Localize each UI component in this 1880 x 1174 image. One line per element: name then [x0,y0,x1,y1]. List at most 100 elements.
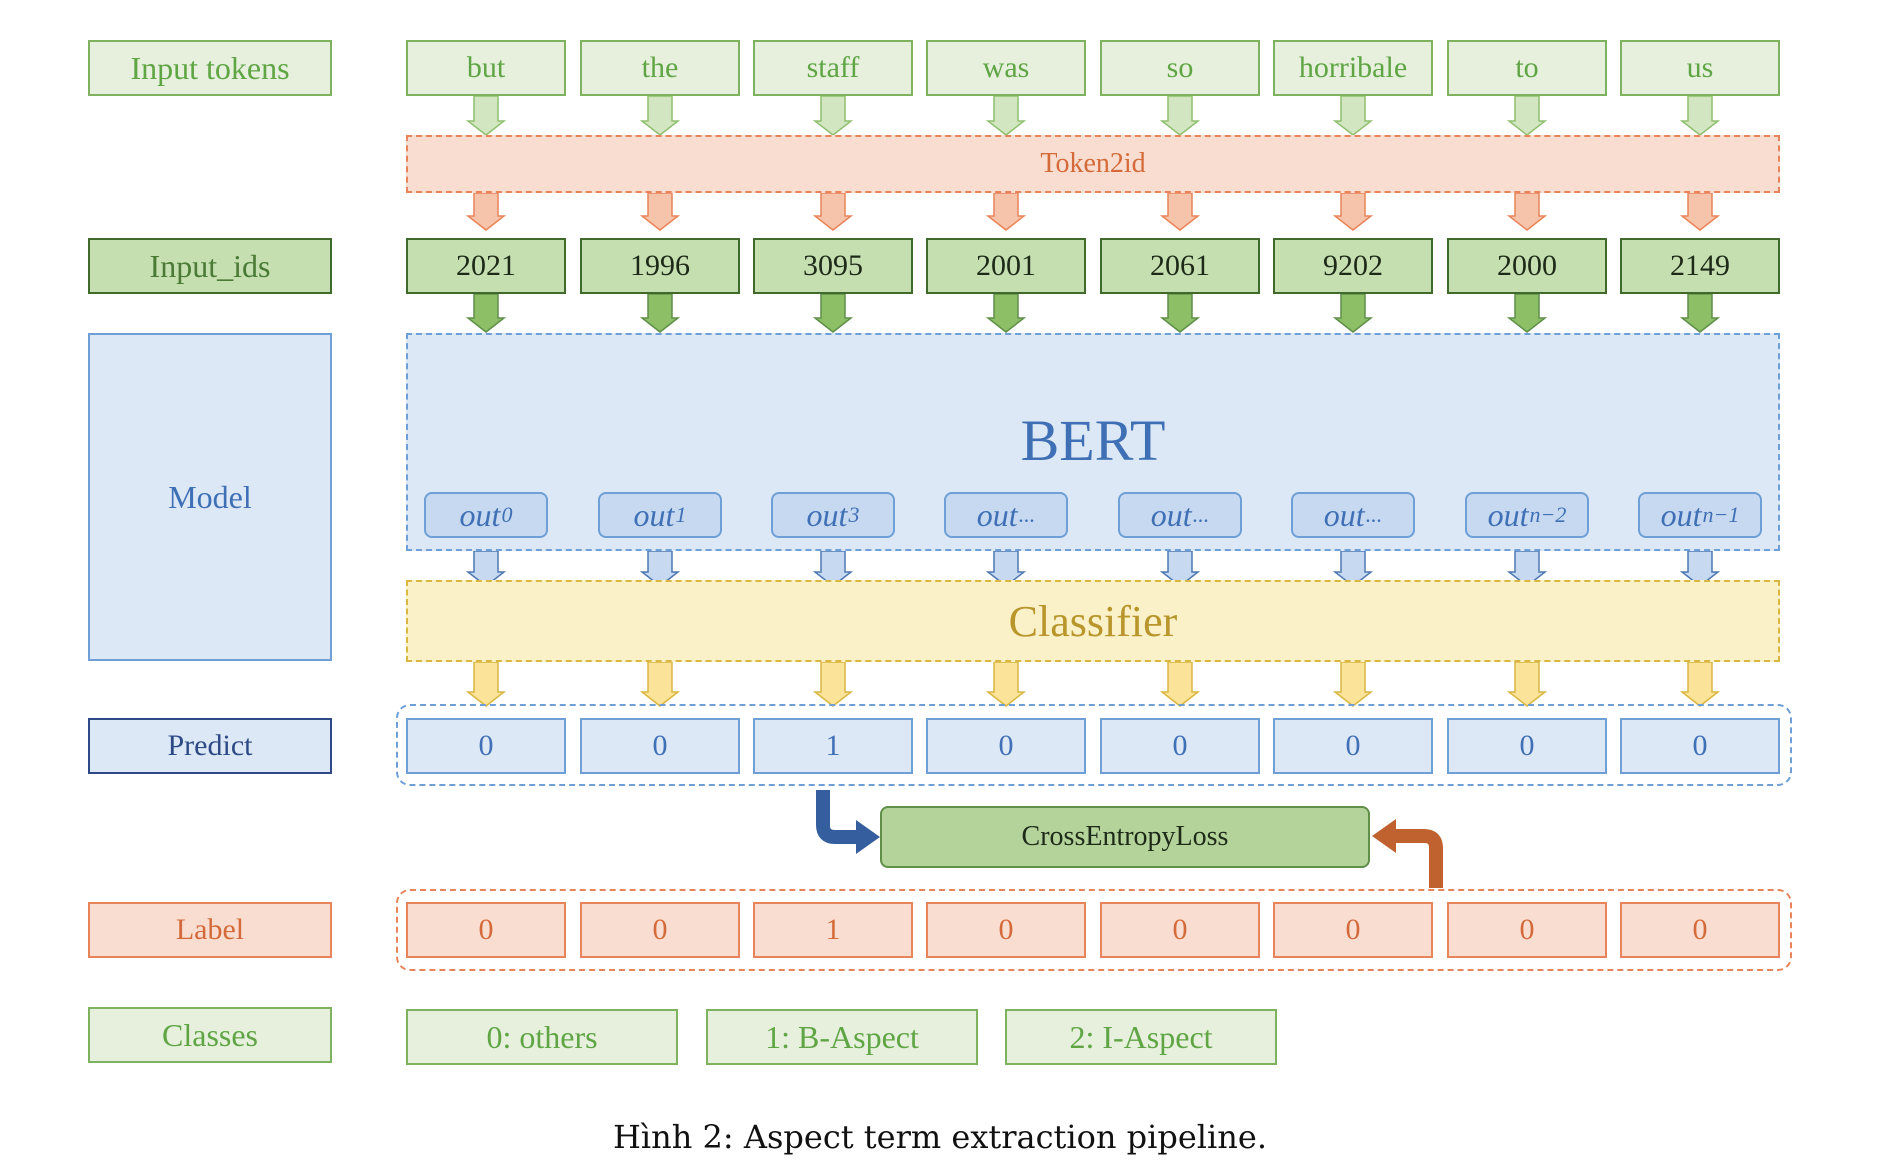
prediction-5-text: 0 [1345,729,1361,762]
prediction-3-text: 0 [998,729,1014,762]
predict-to-loss-arrowhead [856,820,880,854]
bert-to-classifier-arrow-6 [1506,550,1548,587]
bert-output-5-base: out [1323,496,1365,533]
class-1: 1: B-Aspect [706,1009,978,1065]
id-to-bert-arrow-3 [985,293,1027,333]
input-id-0-text: 2021 [456,249,516,282]
prediction-2-text: 1 [825,729,841,762]
id-to-bert-arrow-6 [1506,293,1548,333]
input-id-5: 9202 [1273,238,1433,294]
token2id-to-id-arrow-3 [985,192,1027,231]
token-to-token2id-arrow-4 [1159,95,1201,136]
token-1-text: the [641,51,679,84]
label-value-6-text: 0 [1519,913,1535,946]
input-id-0: 2021 [406,238,566,294]
label-input-ids: Input_ids [88,238,332,294]
prediction-0: 0 [406,718,566,774]
classifier-to-predict-arrow-6 [1506,661,1548,707]
label-to-loss-arrowhead [1372,819,1396,853]
bert-output-4-sub: ... [1192,502,1210,527]
label-input-tokens: Input tokens [88,40,332,96]
label-value-5-text: 0 [1345,913,1361,946]
bert-output-2-base: out [806,496,848,533]
input-id-7: 2149 [1620,238,1780,294]
label-label-text: Label [175,913,245,946]
token-2-text: staff [806,51,860,84]
predict-container [396,704,1792,786]
id-to-bert-arrow-4 [1159,293,1201,333]
token-4-text: so [1166,51,1194,84]
prediction-7-text: 0 [1692,729,1708,762]
input-id-2-text: 3095 [803,249,863,282]
input-id-4: 2061 [1100,238,1260,294]
bert-output-6-base: out [1487,496,1529,533]
classifier-to-predict-arrow-0 [465,661,507,707]
token-1: the [580,40,740,96]
classifier-to-predict-arrow-1 [639,661,681,707]
classifier-box: Classifier [406,580,1780,662]
prediction-6: 0 [1447,718,1607,774]
input-id-1: 1996 [580,238,740,294]
input-id-1-text: 1996 [630,249,690,282]
label-value-7-text: 0 [1692,913,1708,946]
label-predict: Predict [88,718,332,774]
label-model: Model [88,333,332,661]
id-to-bert-arrow-7 [1679,293,1721,333]
label-value-2: 1 [753,902,913,958]
id-to-bert-arrow-2 [812,293,854,333]
token-3-text: was [982,51,1030,84]
input-id-6-text: 2000 [1497,249,1557,282]
class-0-text: 0: others [486,1018,598,1055]
cross-entropy-loss-box-text: CrossEntropyLoss [1021,821,1229,852]
token-5-text: horribale [1298,51,1408,84]
token-to-token2id-arrow-7 [1679,95,1721,136]
token2id-to-id-arrow-4 [1159,192,1201,231]
token2id-to-id-arrow-2 [812,192,854,231]
bert-output-4: out... [1118,492,1242,538]
token-5: horribale [1273,40,1433,96]
token2id-to-id-arrow-7 [1679,192,1721,231]
prediction-1: 0 [580,718,740,774]
label-value-1-text: 0 [652,913,668,946]
bert-to-classifier-arrow-0 [465,550,507,587]
token-7: us [1620,40,1780,96]
token2id-to-id-arrow-0 [465,192,507,231]
token-to-token2id-arrow-0 [465,95,507,136]
token-0: but [406,40,566,96]
token-to-token2id-arrow-5 [1332,95,1374,136]
token2id-box-text: Token2id [1040,148,1146,179]
prediction-4-text: 0 [1172,729,1188,762]
label-container [396,889,1792,971]
prediction-6-text: 0 [1519,729,1535,762]
classifier-to-predict-arrow-4 [1159,661,1201,707]
input-id-5-text: 9202 [1323,249,1383,282]
token-4: so [1100,40,1260,96]
bert-output-5-sub: ... [1365,502,1383,527]
token2id-to-id-arrow-5 [1332,192,1374,231]
label-value-2-text: 1 [825,913,841,946]
label-input-tokens-text: Input tokens [130,49,290,86]
prediction-3: 0 [926,718,1086,774]
classifier-to-predict-arrow-7 [1679,661,1721,707]
bert-output-7-base: out [1660,496,1702,533]
token-6-text: to [1515,51,1539,84]
prediction-2: 1 [753,718,913,774]
bert-to-classifier-arrow-3 [985,550,1027,587]
input-id-2: 3095 [753,238,913,294]
prediction-7: 0 [1620,718,1780,774]
token2id-box: Token2id [406,135,1780,193]
token-to-token2id-arrow-2 [812,95,854,136]
token-7-text: us [1686,51,1714,84]
class-2: 2: I-Aspect [1005,1009,1277,1065]
classifier-to-predict-arrow-5 [1332,661,1374,707]
label-input-ids-text: Input_ids [149,247,271,284]
label-model-text: Model [168,478,252,515]
bert-output-1-base: out [633,496,675,533]
class-0: 0: others [406,1009,678,1065]
token2id-to-id-arrow-6 [1506,192,1548,231]
label-value-5: 0 [1273,902,1433,958]
